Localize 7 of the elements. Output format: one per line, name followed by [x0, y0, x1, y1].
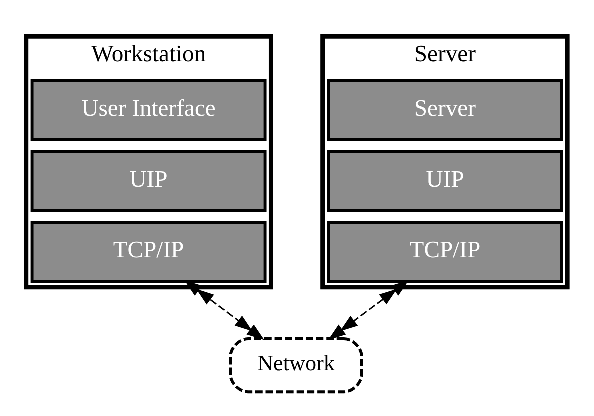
node-box: User Interface: [30, 78, 267, 141]
node-box: Network: [229, 337, 364, 394]
node-box: TCP/IP: [327, 220, 564, 282]
node-box: TCP/IP: [30, 220, 267, 282]
node-box: Server: [327, 78, 564, 141]
node-box: UIP: [30, 150, 267, 212]
node-box: UIP: [327, 150, 564, 212]
